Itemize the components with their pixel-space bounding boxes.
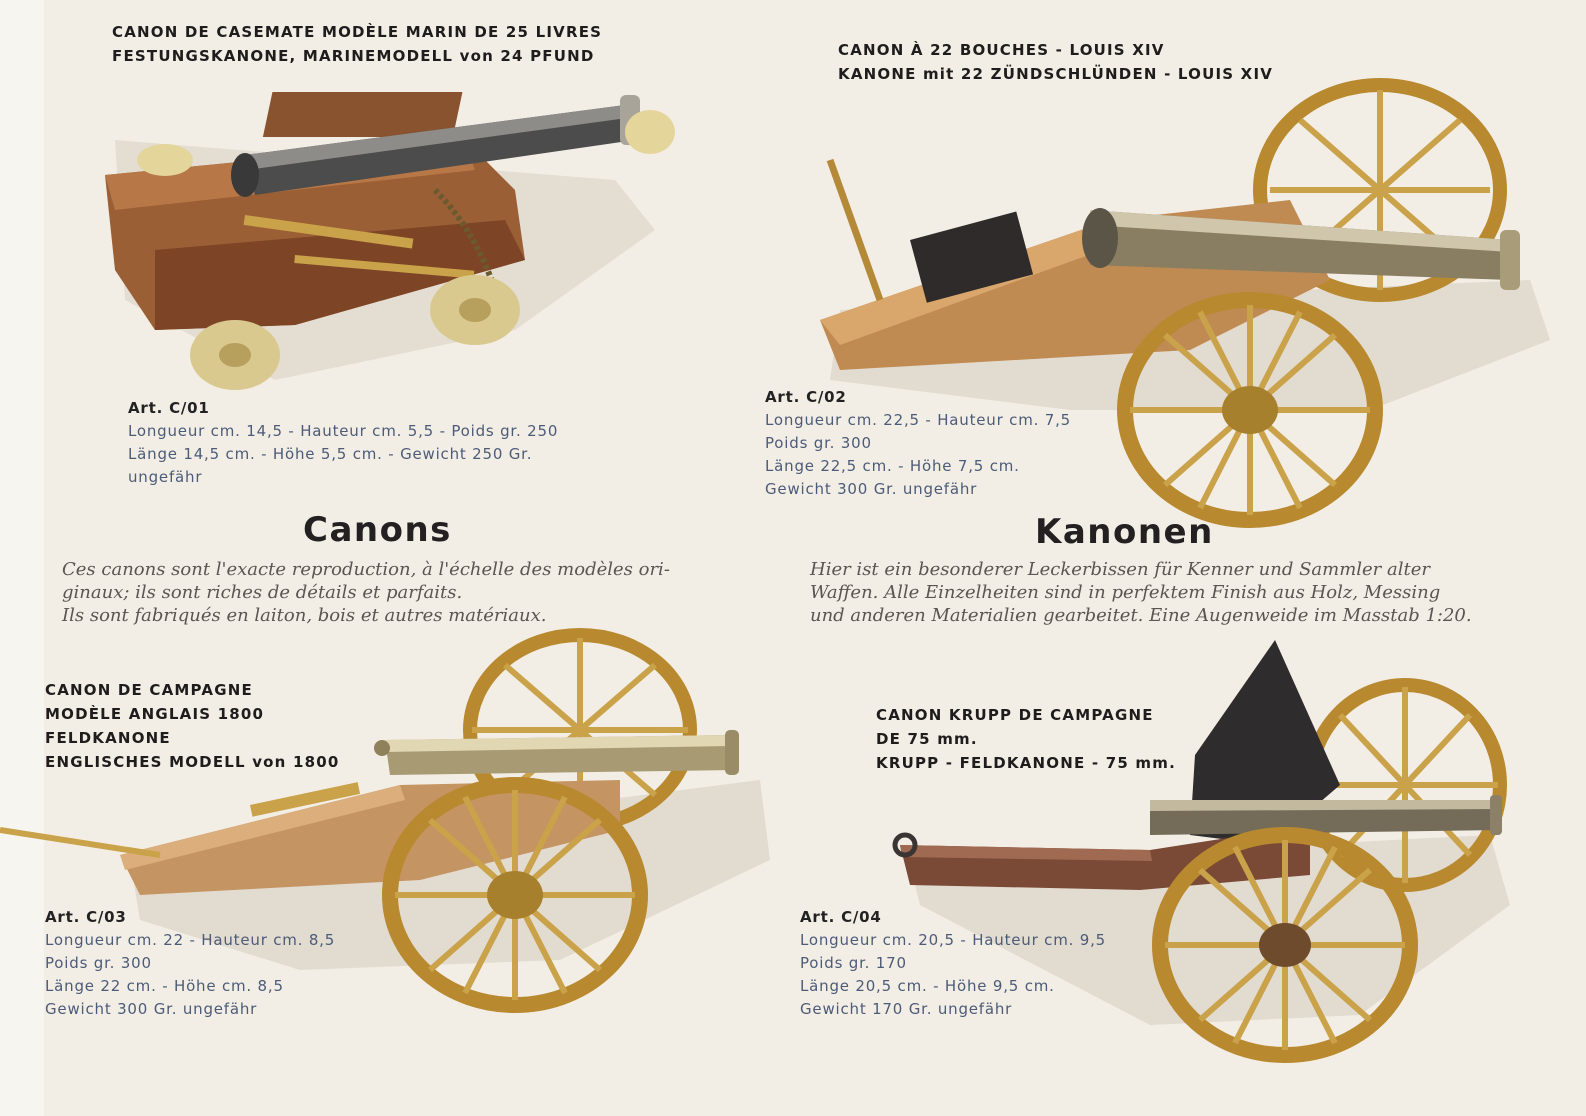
title-line: KRUPP - FELDKANONE - 75 mm. xyxy=(876,754,1176,772)
spec-line: Gewicht 300 Gr. ungefähr xyxy=(45,1000,258,1018)
intro-line: Hier ist ein besonderer Leckerbissen für… xyxy=(810,559,1430,580)
title-line: FELDKANONE xyxy=(45,729,171,747)
louis-xiv-cannon-image xyxy=(820,78,1550,528)
spec-line: ungefähr xyxy=(128,468,203,486)
casemate-cannon-image xyxy=(105,92,675,390)
intro-line: ginaux; ils sont riches de détails et pa… xyxy=(62,582,463,603)
product-title-c02: CANON À 22 BOUCHES - LOUIS XIV KANONE mi… xyxy=(838,38,1273,86)
spec-line: Longueur cm. 14,5 - Hauteur cm. 5,5 - Po… xyxy=(128,422,559,440)
spec-line: Longueur cm. 22,5 - Hauteur cm. 7,5 xyxy=(765,411,1071,429)
title-line: ENGLISCHES MODELL von 1800 xyxy=(45,753,340,771)
spec-line: Poids gr. 300 xyxy=(765,434,872,452)
krupp-field-cannon-image xyxy=(892,640,1510,1063)
spec-line: Länge 20,5 cm. - Höhe 9,5 cm. xyxy=(800,977,1055,995)
product-title-c03: CANON DE CAMPAGNE MODÈLE ANGLAIS 1800 FE… xyxy=(45,678,340,774)
article-code: Art. C/02 xyxy=(765,388,847,406)
heading-german: Kanonen xyxy=(1035,512,1214,552)
intro-line: Waffen. Alle Einzelheiten sind in perfek… xyxy=(810,582,1441,603)
spec-line: Gewicht 170 Gr. ungefähr xyxy=(800,1000,1013,1018)
intro-line: Ils sont fabriqués en laiton, bois et au… xyxy=(62,605,547,626)
title-line: CANON DE CAMPAGNE xyxy=(45,681,253,699)
title-line: CANON DE CASEMATE MODÈLE MARIN DE 25 LIV… xyxy=(112,23,603,41)
spec-line: Länge 14,5 cm. - Höhe 5,5 cm. - Gewicht … xyxy=(128,445,533,463)
article-code: Art. C/03 xyxy=(45,908,127,926)
title-line: DE 75 mm. xyxy=(876,730,978,748)
heading-french: Canons xyxy=(303,510,452,550)
title-line: FESTUNGSKANONE, MARINEMODELL von 24 PFUN… xyxy=(112,47,595,65)
spec-line: Länge 22,5 cm. - Höhe 7,5 cm. xyxy=(765,457,1020,475)
product-specs-c02: Art. C/02 Longueur cm. 22,5 - Hauteur cm… xyxy=(765,386,1071,501)
article-code: Art. C/01 xyxy=(128,399,210,417)
intro-french: Ces canons sont l'exacte reproduction, à… xyxy=(62,558,742,627)
spec-line: Gewicht 300 Gr. ungefähr xyxy=(765,480,978,498)
article-code: Art. C/04 xyxy=(800,908,882,926)
spec-line: Longueur cm. 22 - Hauteur cm. 8,5 xyxy=(45,931,336,949)
spec-line: Longueur cm. 20,5 - Hauteur cm. 9,5 xyxy=(800,931,1106,949)
title-line: MODÈLE ANGLAIS 1800 xyxy=(45,705,265,723)
spec-line: Poids gr. 170 xyxy=(800,954,907,972)
title-line: CANON KRUPP DE CAMPAGNE xyxy=(876,706,1154,724)
spec-line: Poids gr. 300 xyxy=(45,954,152,972)
product-title-c04: CANON KRUPP DE CAMPAGNE DE 75 mm. KRUPP … xyxy=(876,703,1176,775)
intro-line: Ces canons sont l'exacte reproduction, à… xyxy=(62,559,670,580)
product-title-c01: CANON DE CASEMATE MODÈLE MARIN DE 25 LIV… xyxy=(112,20,602,68)
product-specs-c03: Art. C/03 Longueur cm. 22 - Hauteur cm. … xyxy=(45,906,335,1021)
product-specs-c04: Art. C/04 Longueur cm. 20,5 - Hauteur cm… xyxy=(800,906,1106,1021)
spec-line: Länge 22 cm. - Höhe cm. 8,5 xyxy=(45,977,284,995)
intro-german: Hier ist ein besonderer Leckerbissen für… xyxy=(810,558,1490,627)
title-line: KANONE mit 22 ZÜNDSCHLÜNDEN - LOUIS XIV xyxy=(838,65,1274,83)
title-line: CANON À 22 BOUCHES - LOUIS XIV xyxy=(838,41,1165,59)
product-specs-c01: Art. C/01 Longueur cm. 14,5 - Hauteur cm… xyxy=(128,397,558,489)
page-edge xyxy=(0,0,44,1116)
intro-line: und anderen Materialien gearbeitet. Eine… xyxy=(810,605,1472,626)
english-field-cannon-image xyxy=(0,628,770,1013)
